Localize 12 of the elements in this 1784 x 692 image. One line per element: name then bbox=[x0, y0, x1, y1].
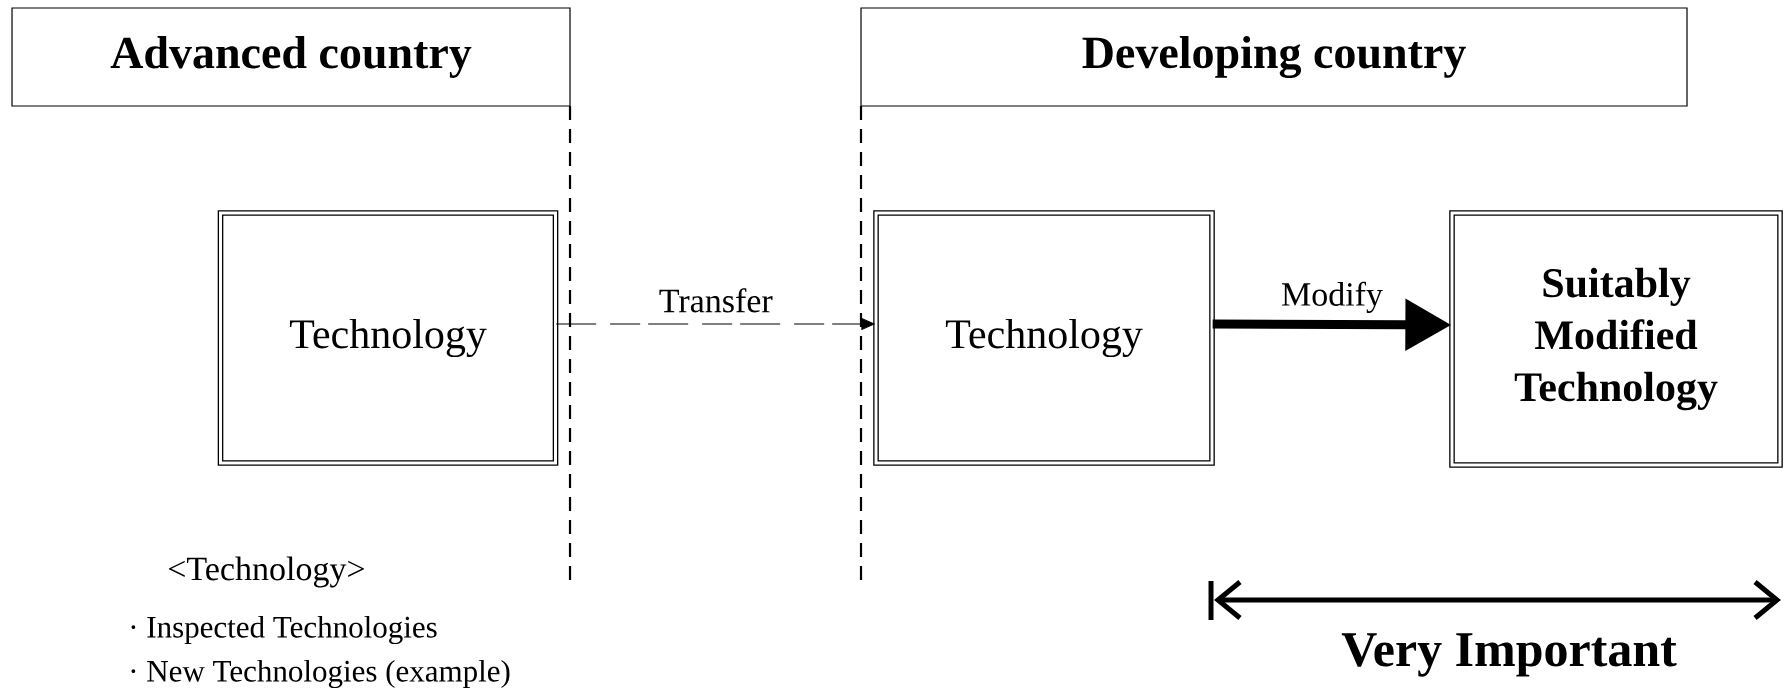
process-box: Technology bbox=[873, 210, 1215, 466]
heading-box: Developing country bbox=[860, 7, 1688, 107]
emphasis-text: Very Important bbox=[1341, 633, 1677, 677]
process-box: Suitably Modified Technology bbox=[1449, 210, 1783, 468]
edge-label: Modify bbox=[1282, 281, 1383, 313]
note-text: <Technology> bbox=[168, 556, 364, 588]
heading-box: Advanced country bbox=[11, 7, 571, 107]
arrow bbox=[555, 318, 875, 330]
note-text: · Inspected Technologies bbox=[131, 615, 437, 645]
edge-label: Transfer bbox=[659, 288, 773, 313]
note-text: · New Technologies (example) bbox=[131, 659, 510, 689]
process-box: Technology bbox=[217, 210, 559, 466]
